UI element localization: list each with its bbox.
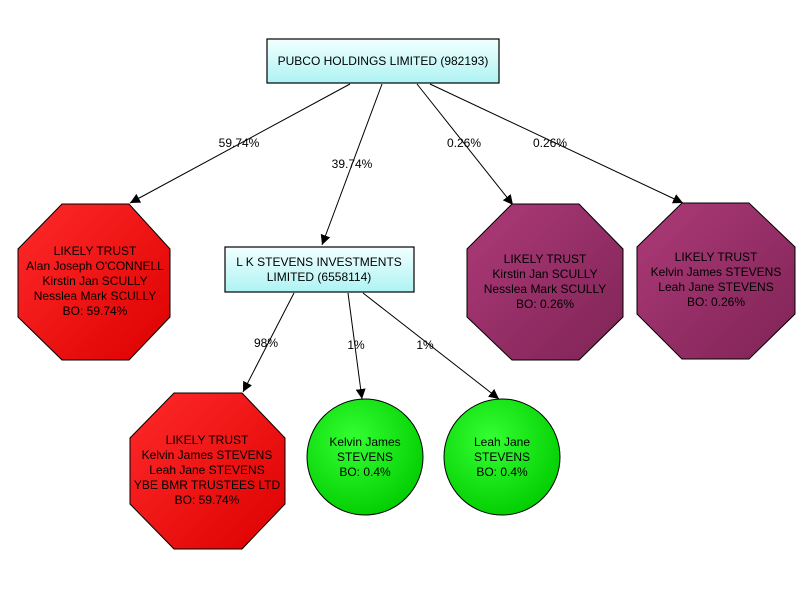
node-line: Kirstin Jan SCULLY (492, 267, 597, 281)
circle-shape (306, 398, 424, 516)
circle-shape (443, 398, 561, 516)
node-line: Kelvin James STEVENS (651, 265, 782, 279)
octagon-shape (636, 202, 796, 360)
node-line: Alan Joseph O'CONNELL (26, 259, 164, 273)
node-line: Leah Jane STEVENS (658, 280, 773, 294)
edge-label-pubco-stevens: 0.26% (533, 136, 567, 150)
person-node-kelvin[interactable]: Kelvin James STEVENS BO: 0.4% (306, 398, 424, 516)
node-line: LIKELY TRUST (54, 244, 137, 258)
node-line: PUBCO HOLDINGS LIMITED (982193) (278, 54, 489, 68)
node-line: Nesslea Mark SCULLY (484, 282, 606, 296)
node-line: Leah Jane STEVENS (149, 463, 264, 477)
edge-label-pubco-lk: 39.74% (332, 157, 373, 171)
edge-pubco-stevens (429, 83, 684, 204)
node-line: BO: 59.74% (63, 304, 128, 318)
node-line: LIKELY TRUST (504, 252, 587, 266)
node-line: LIKELY TRUST (675, 250, 758, 264)
trust-node-stevens-top[interactable]: LIKELY TRUST Kelvin James STEVENS Leah J… (636, 202, 796, 360)
node-line: LIKELY TRUST (166, 433, 249, 447)
node-line: BO: 59.74% (175, 493, 240, 507)
octagon-shape (17, 203, 171, 361)
node-line: STEVENS (337, 450, 393, 464)
node-line: L K STEVENS INVESTMENTS (236, 255, 402, 269)
node-line: Kelvin James STEVENS (142, 448, 273, 462)
node-line: Leah Jane (474, 435, 530, 449)
node-line: LIMITED (6558114) (267, 270, 372, 284)
company-box (266, 38, 500, 84)
trust-node-oconnell[interactable]: LIKELY TRUST Alan Joseph O'CONNELL Kirst… (17, 203, 171, 361)
node-line: STEVENS (474, 450, 530, 464)
edge-label-pubco-oconnell: 59.74% (219, 136, 260, 150)
edges (129, 83, 684, 400)
octagon-shape (466, 203, 624, 361)
trust-node-stevens-ybe[interactable]: LIKELY TRUST Kelvin James STEVENS Leah J… (129, 392, 286, 550)
edge-labels: 59.74% 39.74% 0.26% 0.26% 98% 1% 1% (219, 136, 568, 352)
node-line: BO: 0.4% (339, 465, 391, 479)
node-line: YBE BMR TRUSTEES LTD (134, 478, 281, 492)
edge-label-pubco-scully: 0.26% (447, 136, 481, 150)
trust-node-scully[interactable]: LIKELY TRUST Kirstin Jan SCULLY Nesslea … (466, 203, 624, 361)
edge-pubco-oconnell (129, 83, 351, 204)
edge-label-lk-ybe: 98% (254, 336, 278, 350)
company-node-lk-stevens[interactable]: L K STEVENS INVESTMENTS LIMITED (6558114… (224, 246, 415, 293)
edge-pubco-lk (320, 83, 383, 246)
node-line: Nesslea Mark SCULLY (34, 289, 156, 303)
edge-label-lk-kelvin: 1% (347, 338, 365, 352)
node-line: BO: 0.4% (476, 465, 528, 479)
edge-lk-ybe (242, 292, 295, 393)
node-line: Kirstin Jan SCULLY (42, 274, 147, 288)
node-line: BO: 0.26% (516, 297, 574, 311)
company-box (224, 246, 415, 293)
octagon-shape (129, 392, 286, 550)
node-line: Kelvin James (329, 435, 400, 449)
edge-pubco-scully (416, 83, 514, 206)
edge-label-lk-leah: 1% (416, 338, 434, 352)
edge-lk-kelvin (347, 292, 366, 400)
edge-lk-leah (362, 292, 500, 400)
person-node-leah[interactable]: Leah Jane STEVENS BO: 0.4% (443, 398, 561, 516)
node-line: BO: 0.26% (687, 295, 745, 309)
company-node-pubco[interactable]: PUBCO HOLDINGS LIMITED (982193) (266, 38, 500, 84)
